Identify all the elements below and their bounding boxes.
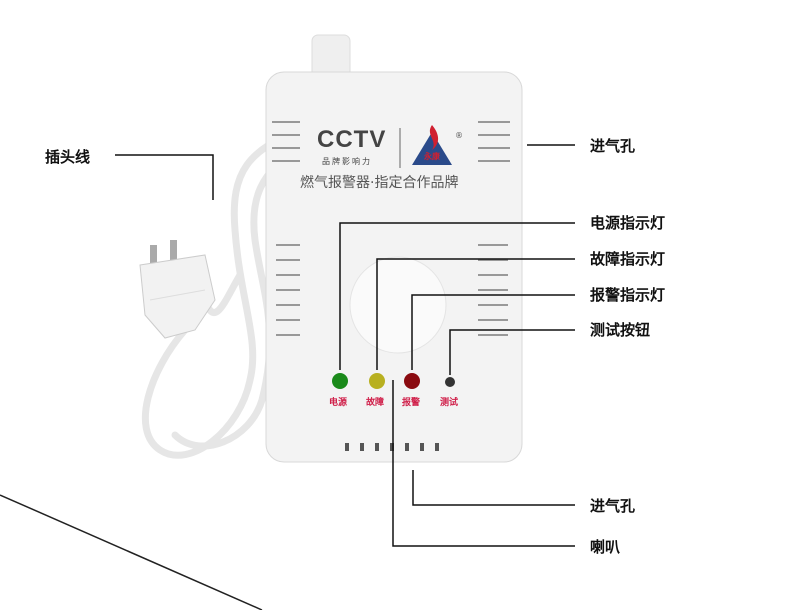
led-label-alarm: 报警 xyxy=(402,398,421,408)
indicator-leds xyxy=(332,373,455,389)
led-label-fault: 故障 xyxy=(366,398,385,408)
callout-air-inlet-bottom: 进气孔 xyxy=(590,497,636,515)
test-button-label: 测试 xyxy=(440,398,459,408)
svg-text:®: ® xyxy=(455,131,463,140)
detector-body: ® xyxy=(265,34,523,463)
callout-fault-light: 故障指示灯 xyxy=(590,250,666,268)
maker-logo-text: 永康 xyxy=(424,152,440,161)
plug xyxy=(139,240,216,339)
callout-test-button: 测试按钮 xyxy=(590,321,651,339)
callout-plug-cord: 插头线 xyxy=(45,148,91,166)
leader-lines xyxy=(115,144,575,547)
brand-logo-icon xyxy=(412,132,452,165)
brand-slogan: 品牌影响力 xyxy=(322,157,372,166)
cctv-logo: CCTV xyxy=(317,126,387,153)
device-headline: 燃气报警器·指定合作品牌 xyxy=(300,175,459,191)
callout-power-light: 电源指示灯 xyxy=(590,214,666,232)
speaker-grille xyxy=(349,256,447,354)
callout-alarm-light: 报警指示灯 xyxy=(590,286,666,304)
decor-diagonal-line xyxy=(0,494,263,610)
led-label-power: 电源 xyxy=(329,398,348,408)
callout-speaker: 喇叭 xyxy=(590,538,621,556)
callout-air-inlet-top: 进气孔 xyxy=(590,137,636,155)
